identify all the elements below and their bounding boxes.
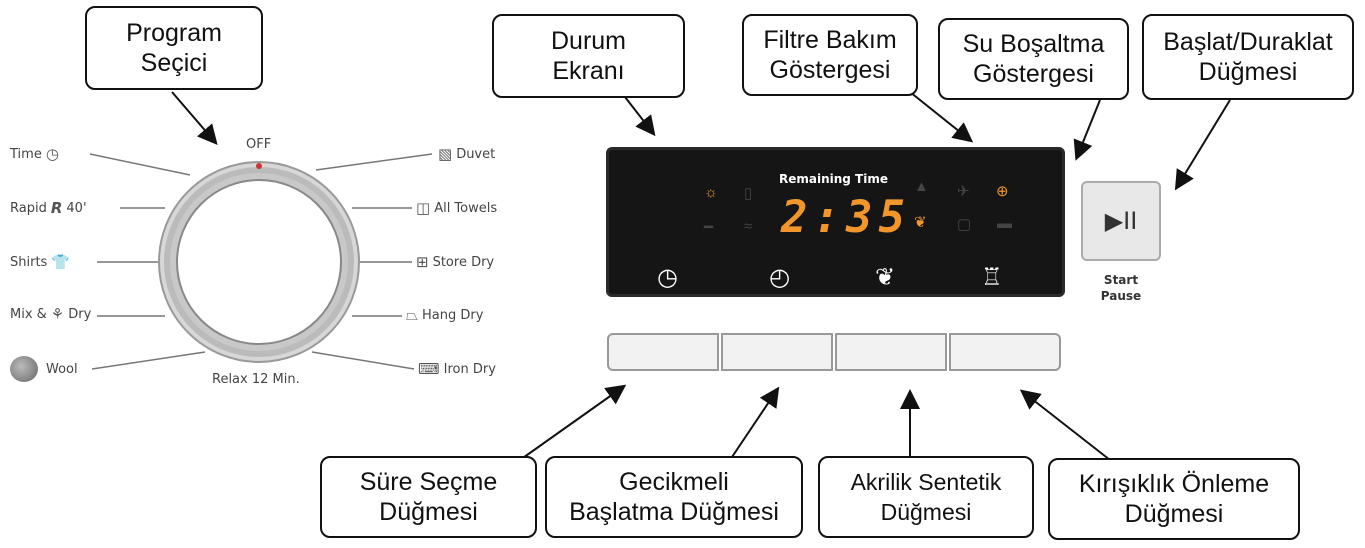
wave-led-icon: ≈ xyxy=(744,218,753,235)
duvet-icon: ▧ xyxy=(438,145,453,163)
hang-dry-icon: ⏢ xyxy=(406,306,419,324)
program-hang-dry[interactable]: ⏢ Hang Dry xyxy=(406,306,484,324)
pause-label: Pause xyxy=(1100,289,1142,303)
tank-led-icon: ▢ xyxy=(957,216,972,233)
store-dry-icon: ⊞ xyxy=(416,253,429,271)
dial-off-label: OFF xyxy=(246,137,272,152)
wool-icon xyxy=(10,356,38,382)
plane-led-icon: ✈ xyxy=(957,183,970,200)
program-wool[interactable]: Wool xyxy=(10,356,78,382)
start-label: Start xyxy=(1103,273,1139,287)
remaining-time-value: 2:35 xyxy=(781,192,911,243)
shirt-led-icon: ▲ xyxy=(914,178,929,195)
callout-program-selector: Program Seçici xyxy=(85,6,263,90)
mix-icon: ⚘ xyxy=(50,305,65,323)
door-led-icon: ▯ xyxy=(744,185,753,202)
feather-icon: ❦ xyxy=(875,263,896,291)
towel-icon: ◫ xyxy=(416,199,431,217)
shirt-icon: 👕 xyxy=(51,253,71,271)
feather-led-icon: ❦ xyxy=(914,214,927,231)
program-iron-dry[interactable]: ⌨ Iron Dry xyxy=(418,360,496,378)
callout-time-select: Süre Seçme Düğmesi xyxy=(320,456,537,538)
drain-led-icon: ▬ xyxy=(997,215,1012,232)
callout-drain-indicator: Su Boşaltma Göstergesi xyxy=(938,18,1129,100)
sun-led-icon: ☼ xyxy=(704,184,718,201)
dash-led-icon: ━ xyxy=(704,219,714,236)
filter-led-icon: ⊕ xyxy=(996,183,1009,200)
program-shirts[interactable]: Shirts 👕 xyxy=(10,253,71,271)
dial-leader-lines xyxy=(89,153,433,370)
callout-filter-indicator: Filtre Bakım Göstergesi xyxy=(742,14,918,96)
remaining-time-label: Remaining Time xyxy=(779,172,889,186)
time-select-button[interactable] xyxy=(607,333,719,371)
program-duvet[interactable]: ▧ Duvet xyxy=(438,145,496,163)
program-dial[interactable] xyxy=(158,161,360,363)
anti-crease-button[interactable] xyxy=(949,333,1061,371)
rapid-r-icon: R xyxy=(50,199,63,217)
callout-start-pause: Başlat/Duraklat Düğmesi xyxy=(1142,14,1354,100)
play-pause-icon: ▶II xyxy=(1104,207,1138,235)
callout-status-display: Durum Ekranı xyxy=(492,14,685,98)
delay-start-icon: ◴ xyxy=(769,263,790,291)
status-display: Remaining Time 2:35 ☼ ▯ ━ ≈ ▲ ✈ ⊕ ❦ ▢ ▬ … xyxy=(606,147,1065,297)
callout-anti-crease: Kırışıklık Önleme Düğmesi xyxy=(1048,458,1300,540)
program-mix-dry[interactable]: Mix & ⚘ Dry xyxy=(10,305,92,323)
callout-acrylic-synthetic: Akrilik Sentetik Düğmesi xyxy=(818,456,1034,538)
program-all-towels[interactable]: ◫ All Towels xyxy=(416,199,498,217)
dial-relax-label: Relax 12 Min. xyxy=(212,372,300,387)
delay-start-button[interactable] xyxy=(721,333,833,371)
iron-icon: ⌨ xyxy=(418,360,440,378)
program-time[interactable]: Time ◷ xyxy=(10,145,59,163)
acrylic-synthetic-button[interactable] xyxy=(835,333,947,371)
program-rapid[interactable]: Rapid R 40' xyxy=(10,199,87,217)
start-pause-button[interactable]: ▶II xyxy=(1081,181,1161,261)
callout-delay-start: Gecikmeli Başlatma Düğmesi xyxy=(545,456,803,538)
iron-shirt-icon: ♖ xyxy=(981,263,1003,291)
callout-arrows xyxy=(171,91,1231,461)
clock-icon: ◷ xyxy=(45,145,59,163)
program-store-dry[interactable]: ⊞ Store Dry xyxy=(416,253,495,271)
timer-icon: ◷ xyxy=(657,263,678,291)
